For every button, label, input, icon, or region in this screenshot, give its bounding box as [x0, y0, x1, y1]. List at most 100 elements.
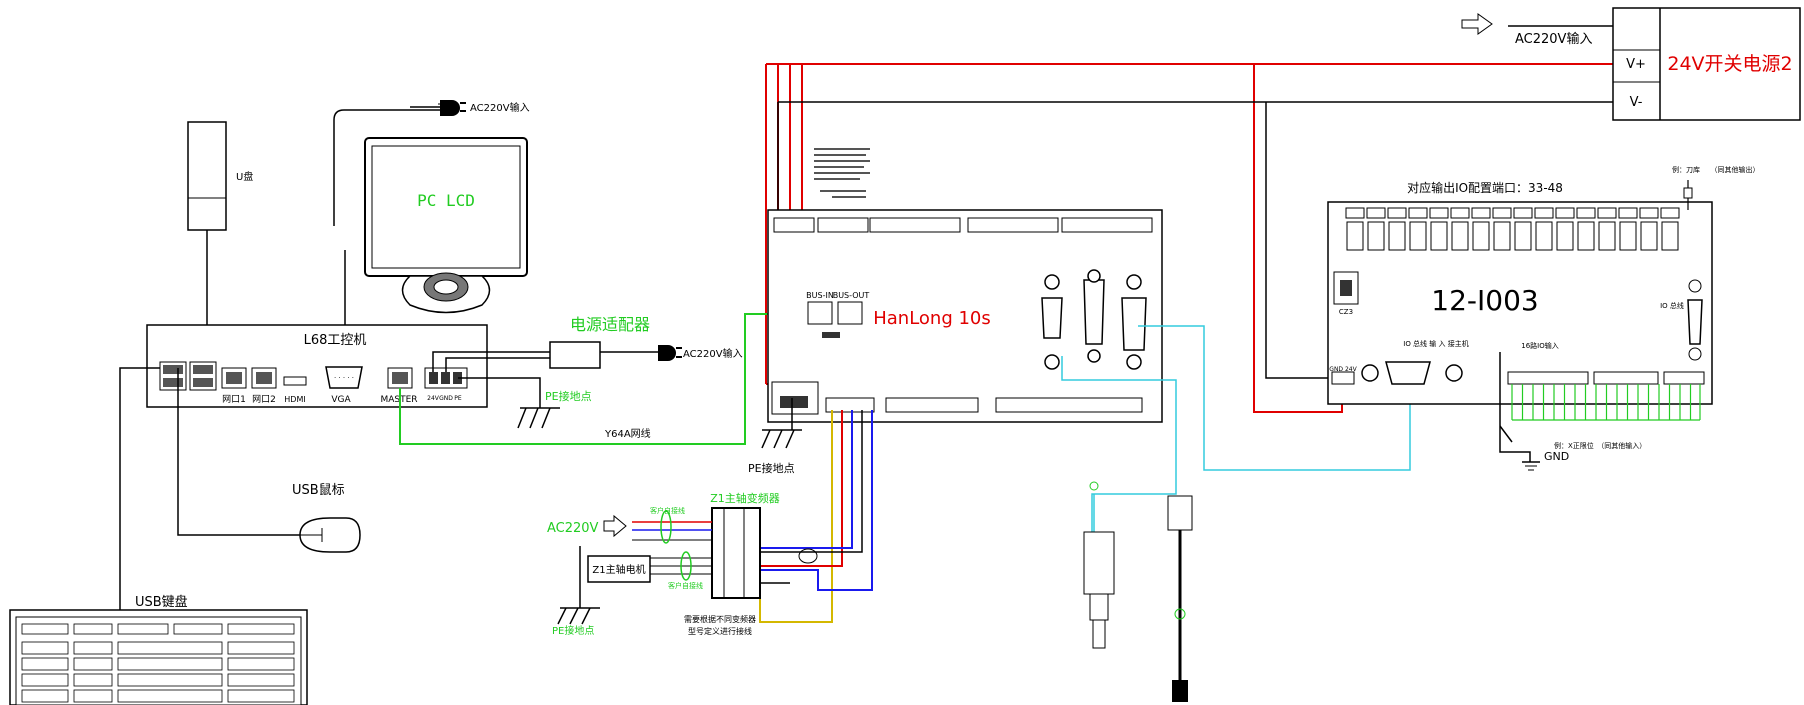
pc-lcd: PC LCD: [333, 103, 528, 372]
hdmi-label: HDMI: [284, 395, 305, 404]
port1-label: 网口1: [222, 394, 246, 405]
psu2-ac-input: AC220V输入: [1461, 13, 1613, 47]
relay-terminal: [1534, 207, 1554, 219]
relay-terminal: [1471, 207, 1491, 219]
spindle-motor-label: Z1主轴电机: [592, 563, 645, 576]
controller-notes: [814, 148, 870, 198]
inverter-ferrite: [798, 548, 818, 564]
relay: [1346, 221, 1364, 251]
pin-pe-label: PE: [454, 395, 462, 402]
pin-24v-label: 24V: [427, 395, 440, 402]
relay-row: [1345, 207, 1680, 251]
relay: [1409, 221, 1427, 251]
svg-text:· · · · ·: · · · · ·: [334, 374, 354, 382]
io-board-label: 12-I003: [1431, 284, 1538, 317]
relay: [1367, 221, 1385, 251]
usb-mouse-label: USB鼠标: [292, 483, 345, 498]
controller-board: HanLong 10s BUS-IN BUS-OUT: [767, 209, 1163, 423]
bus-in-label: BUS-IN: [806, 291, 834, 300]
io-input-example: GND 例：X正限位 （同其他输入）: [1499, 352, 1646, 471]
relay: [1430, 221, 1448, 251]
pc-lcd-label: PC LCD: [417, 191, 475, 210]
bus-out-label: BUS-OUT: [833, 291, 870, 300]
io-input-wires: [1511, 384, 1701, 421]
io-output-example: 例：刀库 （同其他输出）: [1672, 165, 1760, 210]
relay: [1493, 221, 1511, 251]
usb-disk-label: U盘: [236, 170, 253, 183]
net-cable-label: Y64A网线: [604, 427, 651, 440]
relay: [1577, 221, 1595, 251]
handheld-module: [1083, 481, 1115, 649]
relay: [1640, 221, 1658, 251]
relay: [1451, 221, 1469, 251]
relay-terminal: [1618, 207, 1638, 219]
relay-terminal: [1450, 207, 1470, 219]
pe-ground-ipc-label: PE接地点: [545, 390, 592, 403]
example-limit-label: 例：X正限位 （同其他输入）: [1554, 441, 1646, 450]
inverter-note-1: 需要根据不同变频器: [684, 614, 756, 624]
io-config-label: 对应输出IO配置端口：33-48: [1407, 180, 1563, 195]
relay: [1388, 221, 1406, 251]
inverter-ac-input: AC220V 客户自接线: [547, 506, 712, 544]
ipc-box: L68工控机 网口1 网口2 HDMI · · · · · VGA MASTER…: [146, 324, 488, 408]
relay: [1598, 221, 1616, 251]
relay: [1661, 221, 1679, 251]
relay-terminal: [1492, 207, 1512, 219]
relay-terminal: [1345, 207, 1365, 219]
io-board: 对应输出IO配置端口：33-48 12-I003 CZ3 IO 总线 输 入 接…: [1327, 180, 1713, 405]
io-16-label: 16路IO输入: [1521, 341, 1558, 350]
pin-gnd-label: GND: [439, 395, 453, 402]
example-tool-label: 例：刀库 （同其他输出）: [1672, 165, 1760, 174]
adapter-ac-label: AC220V输入: [683, 347, 743, 360]
inverter-wires: [746, 410, 873, 623]
pe-ground-ipc: PE接地点: [517, 390, 592, 429]
inverter-note-2: 型号定义进行接线: [688, 626, 752, 636]
spindle-inverter-label: Z1主轴变频器: [710, 491, 780, 505]
psu2-label: 24V开关电源2: [1667, 53, 1792, 75]
usb-keyboard: USB键盘: [9, 594, 308, 705]
io-bus-host-label: IO 总线 输 入 接主机: [1403, 339, 1468, 348]
pe-ground-controller: PE接地点: [748, 398, 802, 475]
relay: [1472, 221, 1490, 251]
relay: [1619, 221, 1637, 251]
relay-terminal: [1597, 207, 1617, 219]
psu2-ac-label: AC220V输入: [1515, 31, 1592, 47]
signal-cables: [1061, 325, 1411, 532]
power-adapter: 电源适配器 AC220V输入: [549, 315, 743, 369]
port2-label: 网口2: [252, 394, 276, 405]
vga-label: VGA: [331, 395, 351, 405]
lcd-ac-label: AC220V输入: [470, 101, 530, 114]
relay: [1514, 221, 1532, 251]
io-bus-label: IO 总线: [1660, 301, 1684, 310]
psu2-box: V+ V- 24V开关电源2: [1612, 7, 1801, 121]
ipc-label: L68工控机: [304, 333, 367, 348]
gnd-24v-label: GND 24V: [1329, 366, 1357, 373]
lcd-ac-plug: AC220V输入: [410, 100, 530, 116]
relay-terminal: [1429, 207, 1449, 219]
inverter-ac-label: AC220V: [547, 521, 599, 536]
v-minus-label: V-: [1630, 95, 1643, 110]
io-input-bus: [1512, 384, 1701, 421]
relay: [1535, 221, 1553, 251]
db-cable: [1167, 495, 1193, 702]
spindle-inverter: Z1主轴变频器: [710, 491, 780, 599]
spindle-motor: Z1主轴电机 客户自接线: [579, 546, 712, 594]
relay: [1556, 221, 1574, 251]
pe-ground-inv-label: PE接地点: [552, 624, 594, 637]
relay-terminal: [1408, 207, 1428, 219]
controller-label: HanLong 10s: [873, 308, 991, 329]
usb-keyboard-label: USB键盘: [135, 594, 188, 610]
pe-ground-ctrl-label: PE接地点: [748, 462, 795, 475]
cz3-label: CZ3: [1339, 308, 1353, 316]
customer-wiring-top: 客户自接线: [650, 506, 685, 515]
usb-mouse: USB鼠标: [292, 483, 361, 553]
ipc-wiring: [119, 351, 658, 640]
relay-terminal: [1387, 207, 1407, 219]
customer-wiring-bottom: 客户自接线: [668, 581, 703, 590]
relay-terminal: [1366, 207, 1386, 219]
v-plus-label: V+: [1626, 57, 1646, 72]
relay-terminal: [1513, 207, 1533, 219]
relay-terminal: [1576, 207, 1596, 219]
relay-terminal: [1660, 207, 1680, 219]
